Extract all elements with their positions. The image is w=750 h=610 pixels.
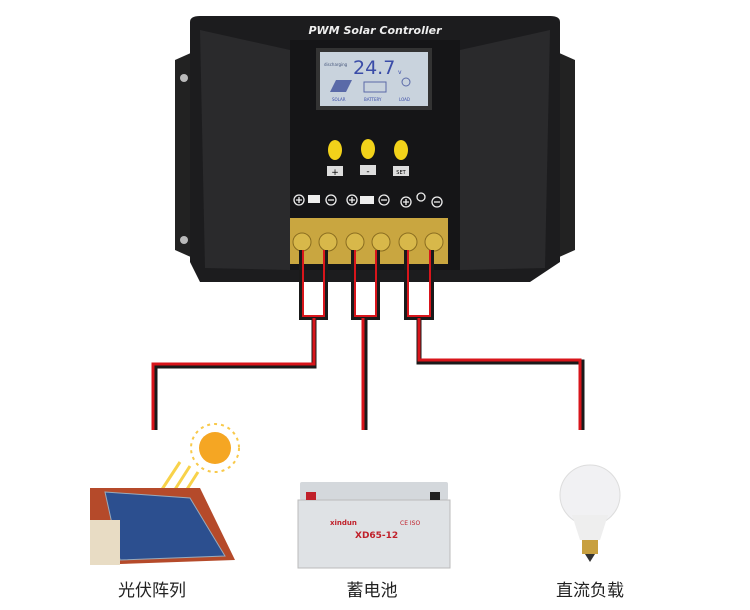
load-cable bbox=[416, 318, 585, 430]
battery-brand: xindun bbox=[330, 519, 357, 527]
lcd-status: discharging bbox=[324, 62, 348, 67]
minus-button[interactable] bbox=[361, 139, 375, 159]
solar-controller: PWM Solar Controller discharging 24.7 v … bbox=[175, 16, 575, 282]
plus-button-label: + bbox=[331, 168, 339, 178]
battery-wire-red bbox=[354, 250, 377, 317]
terminal-block bbox=[290, 218, 448, 264]
lcd-unit: v bbox=[398, 69, 402, 76]
battery-illustration: xindun CE ISO XD65-12 bbox=[297, 482, 451, 569]
body-facet bbox=[200, 30, 290, 270]
set-button-label: SET bbox=[396, 170, 406, 176]
wiring bbox=[151, 250, 585, 430]
plus-button[interactable] bbox=[328, 140, 342, 160]
solar-array-illustration bbox=[90, 423, 240, 565]
solar-cable-red bbox=[151, 318, 316, 430]
set-button[interactable] bbox=[394, 140, 408, 160]
lcd-label-battery: BATTERY bbox=[364, 97, 382, 102]
mount-hole bbox=[180, 236, 188, 244]
battery-marks: CE ISO bbox=[400, 520, 420, 527]
label-battery: 蓄电池 bbox=[346, 581, 398, 601]
battery-icon bbox=[363, 81, 387, 93]
controller-title: PWM Solar Controller bbox=[308, 24, 442, 37]
label-dc-load: 直流负载 bbox=[556, 581, 624, 601]
minus-button-label-bg bbox=[360, 165, 376, 175]
sun-icon bbox=[199, 432, 231, 464]
load-wire-red bbox=[407, 250, 431, 317]
battery-model: XD65-12 bbox=[355, 531, 398, 541]
lcd-voltage: 24.7 bbox=[353, 57, 395, 79]
battery-terminal-icon bbox=[360, 196, 374, 204]
terminal-polarity-icons bbox=[293, 192, 443, 208]
terminal-screws bbox=[292, 232, 444, 252]
label-solar-array: 光伏阵列 bbox=[118, 581, 186, 601]
solar-wire-red bbox=[302, 250, 325, 317]
solar-panel-icon bbox=[330, 80, 352, 92]
bulb-icon bbox=[401, 77, 411, 87]
lcd-label-load: LOAD bbox=[399, 97, 410, 102]
load-cable-red bbox=[417, 318, 582, 430]
body-facet bbox=[460, 30, 550, 270]
mount-hole bbox=[180, 74, 188, 82]
lcd-screen bbox=[320, 52, 428, 106]
solar-terminal-icon bbox=[308, 195, 320, 203]
solar-cable bbox=[152, 318, 317, 430]
lcd-label-solar: SOLAR bbox=[332, 97, 346, 102]
plus-button-label-bg bbox=[327, 166, 343, 176]
light-bulb-illustration bbox=[559, 464, 621, 562]
set-button-label-bg bbox=[393, 166, 409, 176]
minus-button-label: - bbox=[366, 167, 369, 177]
